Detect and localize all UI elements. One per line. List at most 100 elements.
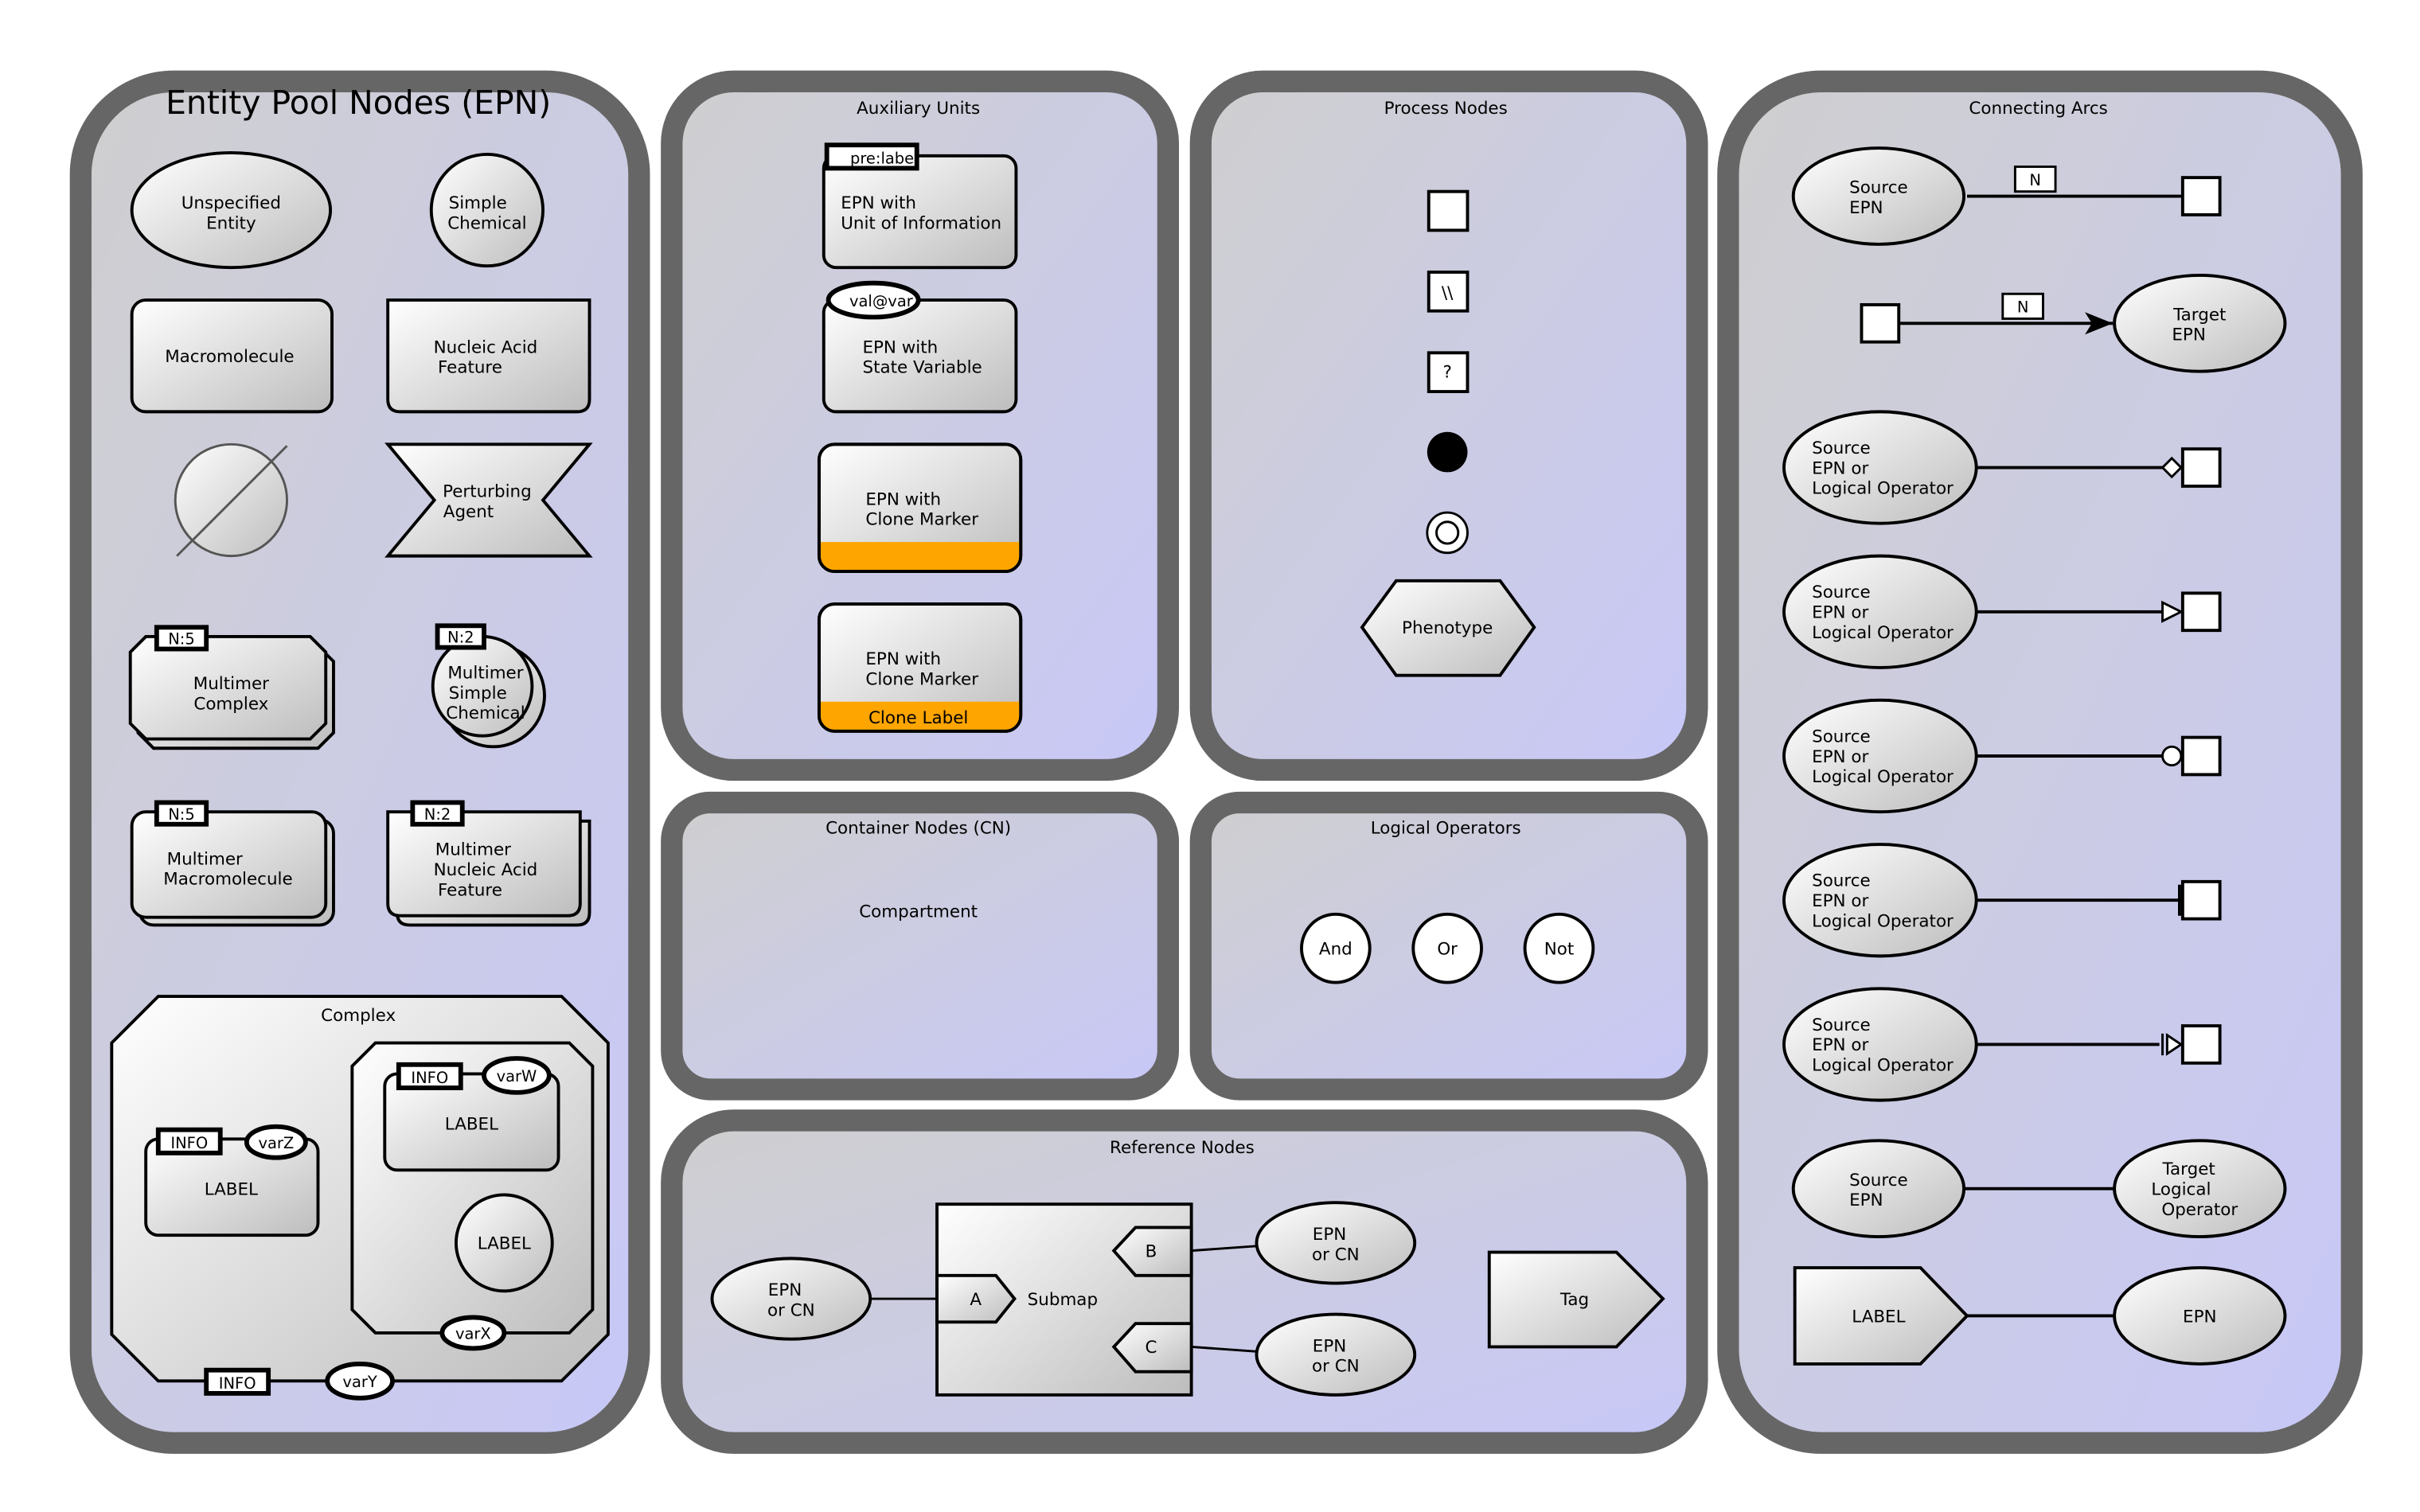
svg-text:Unit of Information: Unit of Information — [841, 213, 1001, 233]
svg-text:Entity: Entity — [206, 213, 256, 233]
svg-text:Multimer: Multimer — [193, 674, 269, 694]
svg-text:State Variable: State Variable — [862, 358, 982, 378]
svg-text:EPN with: EPN with — [841, 193, 916, 213]
svg-text:Logical Operator: Logical Operator — [1812, 911, 1954, 931]
not-operator: Not — [1523, 912, 1595, 984]
svg-text:Source: Source — [1849, 1171, 1908, 1191]
svg-text:EPN: EPN — [768, 1280, 802, 1300]
stimulation-arc: Source EPN or Logical Operator — [1782, 554, 2222, 669]
epn-with-clone-marker: EPN with Clone Marker — [817, 442, 1023, 574]
epn-with-unit-of-information: EPN with Unit of Information pre:label — [822, 142, 1018, 270]
complex-node: Complex LABEL INFO varZ LABEL INFO varW … — [110, 995, 610, 1401]
svg-text:Agent: Agent — [443, 502, 494, 522]
process-node — [1427, 189, 1470, 232]
svg-text:Simple: Simple — [449, 193, 507, 213]
svg-text:Source: Source — [1812, 438, 1871, 458]
multimer-nucleic-acid-feature: Multimer Nucleic Acid Feature N:2 — [386, 800, 591, 927]
compartment-label: Compartment — [859, 902, 978, 922]
svg-text:Complex: Complex — [321, 1006, 396, 1026]
svg-text:Source: Source — [1849, 178, 1908, 198]
svg-text:Nucleic Acid: Nucleic Acid — [434, 337, 538, 357]
compartment-epn-title: Entity Pool Nodes (EPN) — [166, 84, 551, 122]
catalysis-arc: Source EPN or Logical Operator — [1782, 698, 2222, 814]
svg-text:LABEL: LABEL — [205, 1179, 258, 1199]
svg-text:INFO: INFO — [411, 1069, 448, 1087]
multimer-complex: Multimer Complex N:5 — [128, 625, 335, 750]
svg-text:And: And — [1319, 939, 1352, 959]
and-operator: And — [1300, 912, 1372, 984]
svg-text:EPN: EPN — [1849, 1191, 1883, 1210]
svg-text:EPN with: EPN with — [865, 649, 941, 669]
compartment-logical-title: Logical Operators — [1371, 818, 1521, 838]
svg-text:INFO: INFO — [170, 1134, 208, 1152]
svg-text:Simple: Simple — [449, 684, 507, 703]
reference-epn-right-bottom: EPN or CN — [1191, 1312, 1417, 1397]
svg-text:Multimer: Multimer — [435, 840, 511, 860]
unspecified-entity: Unspecified Entity — [130, 151, 333, 270]
svg-text:N: N — [2029, 171, 2041, 189]
svg-text:Clone Marker: Clone Marker — [865, 669, 978, 689]
consumption-arc: Source EPN N — [1791, 146, 2222, 246]
svg-text:Nucleic Acid: Nucleic Acid — [434, 860, 538, 880]
svg-text:Logical Operator: Logical Operator — [1812, 623, 1954, 643]
svg-text:LABEL: LABEL — [478, 1234, 531, 1254]
svg-text:Logical Operator: Logical Operator — [1812, 767, 1954, 787]
svg-text:varW: varW — [497, 1067, 537, 1085]
svg-text:B: B — [1146, 1241, 1157, 1261]
svg-text:LABEL: LABEL — [1852, 1307, 1905, 1327]
svg-text:Target: Target — [2162, 1159, 2215, 1179]
svg-text:LABEL: LABEL — [445, 1115, 498, 1135]
svg-text:Operator: Operator — [2161, 1200, 2238, 1220]
svg-text:Source: Source — [1812, 583, 1871, 602]
logic-arc: Source EPN Target Logical Operator — [1791, 1139, 2287, 1239]
svg-text:Clone Label: Clone Label — [868, 708, 968, 728]
svg-text:or CN: or CN — [1312, 1357, 1360, 1377]
compartment-reference-title: Reference Nodes — [1110, 1138, 1255, 1158]
svg-text:Phenotype: Phenotype — [1402, 618, 1493, 638]
compartment-aux-title: Auxiliary Units — [857, 99, 980, 119]
svg-text:A: A — [970, 1290, 982, 1310]
compartment-arcs-title: Connecting Arcs — [1969, 99, 2107, 119]
multimer-macromolecule: Multimer Macromolecule N:5 — [130, 800, 335, 927]
svg-text:pre:label: pre:label — [850, 150, 919, 168]
svg-text:EPN: EPN — [1849, 198, 1883, 218]
simple-chemical: Simple Chemical — [429, 152, 544, 268]
compartment-container — [661, 791, 1180, 1101]
svg-text:Multimer: Multimer — [447, 664, 523, 684]
association-node — [1427, 431, 1468, 473]
svg-text:EPN: EPN — [1313, 1336, 1346, 1356]
perturbing-agent: Perturbing Agent — [384, 442, 593, 558]
svg-text:Perturbing: Perturbing — [443, 482, 532, 502]
or-operator: Or — [1411, 912, 1483, 984]
svg-text:EPN or: EPN or — [1812, 458, 1868, 478]
svg-text:Source: Source — [1812, 871, 1871, 891]
svg-text:Unspecified: Unspecified — [182, 193, 281, 213]
compartment-process — [1189, 70, 1708, 781]
svg-text:Feature: Feature — [438, 880, 502, 900]
inhibition-arc: Source EPN or Logical Operator — [1782, 843, 2222, 958]
reference-epn-left: EPN or CN — [710, 1257, 938, 1341]
production-arc: N Target EPN — [1860, 273, 2287, 373]
svg-text:varY: varY — [342, 1373, 377, 1391]
svg-text:Macromolecule: Macromolecule — [163, 870, 292, 890]
compartment-aux — [661, 70, 1180, 781]
nucleic-acid-feature: Nucleic Acid Feature — [386, 298, 591, 414]
svg-text:Feature: Feature — [438, 358, 502, 378]
compartment-container-title: Container Nodes (CN) — [826, 818, 1011, 838]
svg-text:or CN: or CN — [767, 1300, 815, 1320]
modulation-arc: Source EPN or Logical Operator — [1782, 410, 2222, 525]
reference-epn-right-top: EPN or CN — [1191, 1201, 1417, 1285]
omitted-process-node: \\ — [1427, 271, 1470, 313]
svg-text:EPN or: EPN or — [1812, 603, 1868, 623]
svg-text:N:5: N:5 — [168, 805, 195, 824]
svg-text:Logical Operator: Logical Operator — [1812, 479, 1954, 499]
tag-node: Tag — [1487, 1250, 1665, 1349]
svg-text:EPN or: EPN or — [1812, 747, 1868, 767]
macromolecule: Macromolecule — [130, 298, 334, 414]
svg-text:EPN or: EPN or — [1812, 891, 1868, 911]
svg-text:varZ: varZ — [258, 1134, 294, 1152]
svg-text:Source: Source — [1812, 727, 1871, 746]
svg-text:Multimer: Multimer — [167, 849, 243, 869]
svg-text:Complex: Complex — [193, 695, 268, 715]
